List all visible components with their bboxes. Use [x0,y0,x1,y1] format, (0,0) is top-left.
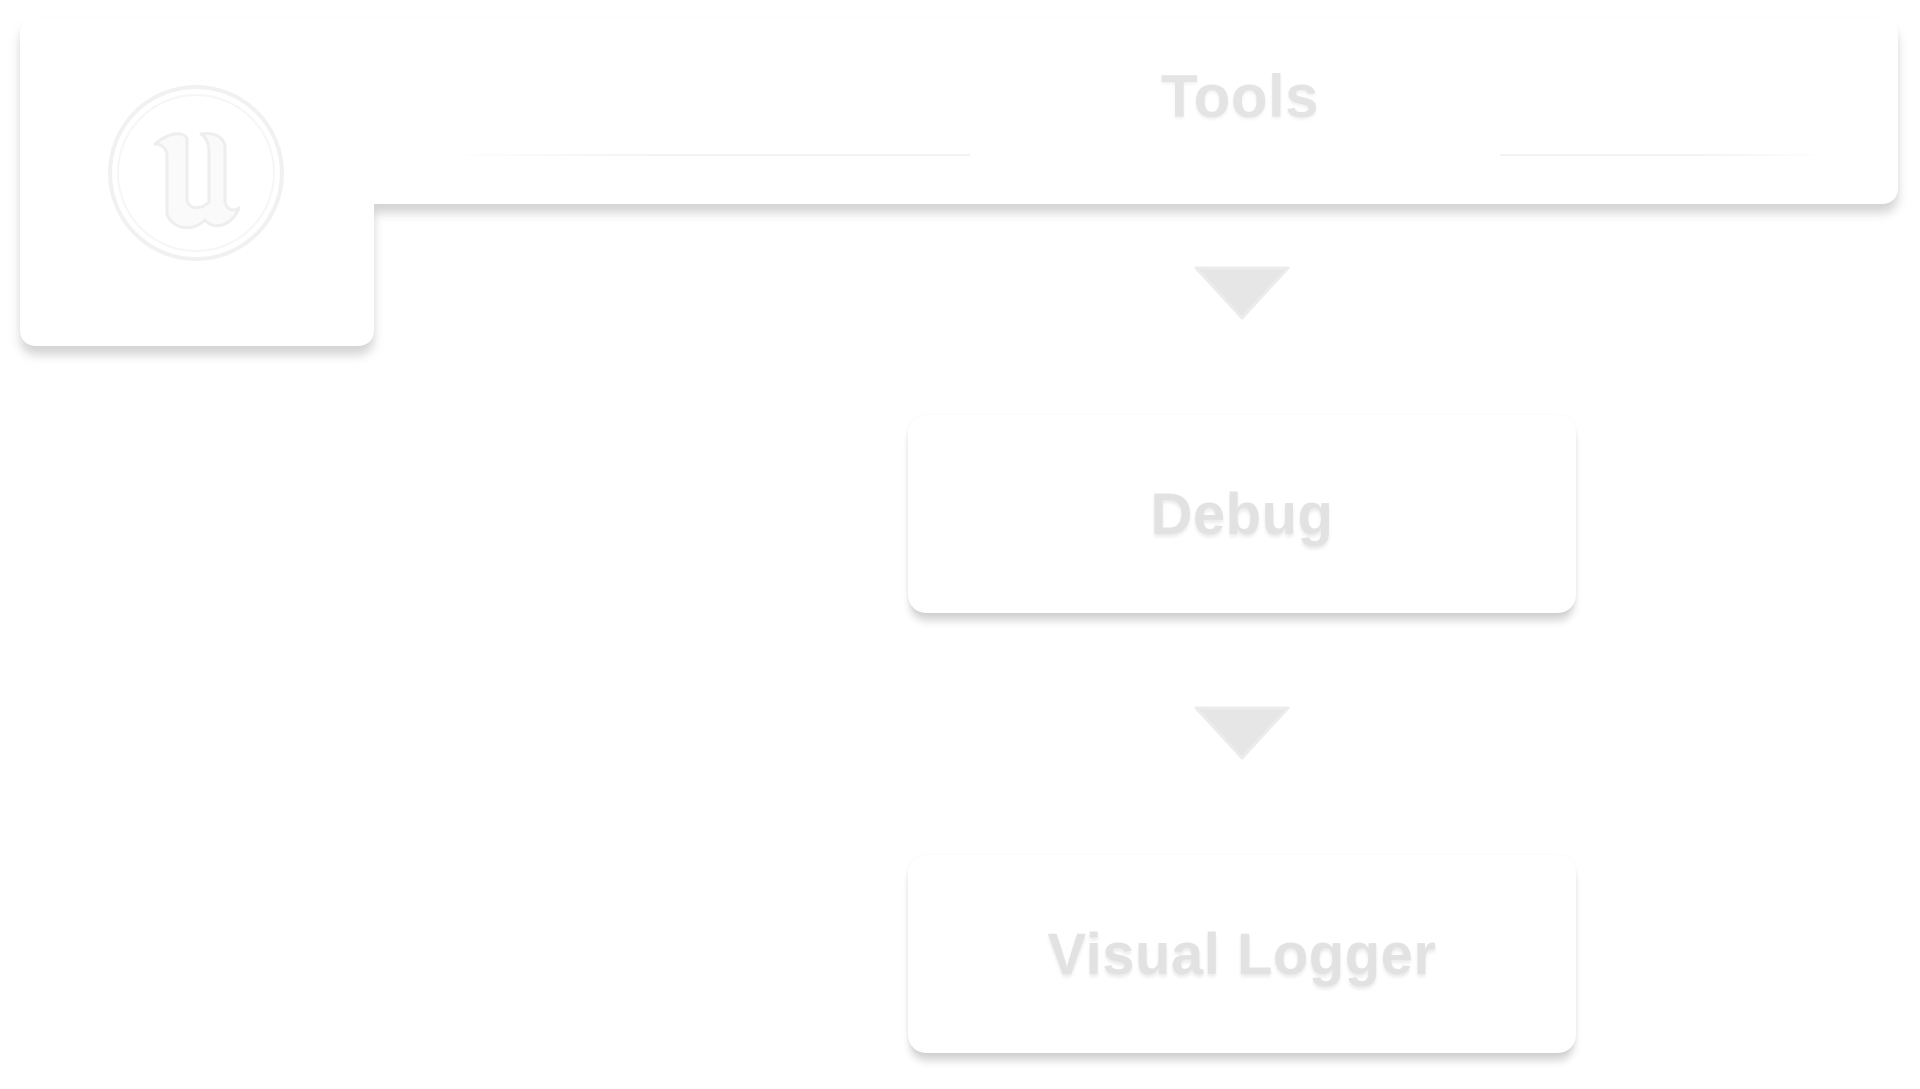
header-divider [1500,154,1830,156]
step-label: Visual Logger [1047,921,1437,987]
step-label: Debug [1150,481,1334,547]
unreal-engine-logo-icon [108,85,284,261]
step-card-visual-logger[interactable]: Visual Logger [908,855,1576,1053]
header-title: Tools [1160,63,1320,130]
chevron-down-icon [1194,266,1290,320]
header-panel [20,18,1898,346]
header-divider [440,154,970,156]
step-card-debug[interactable]: Debug [908,415,1576,613]
chevron-down-icon [1194,706,1290,760]
